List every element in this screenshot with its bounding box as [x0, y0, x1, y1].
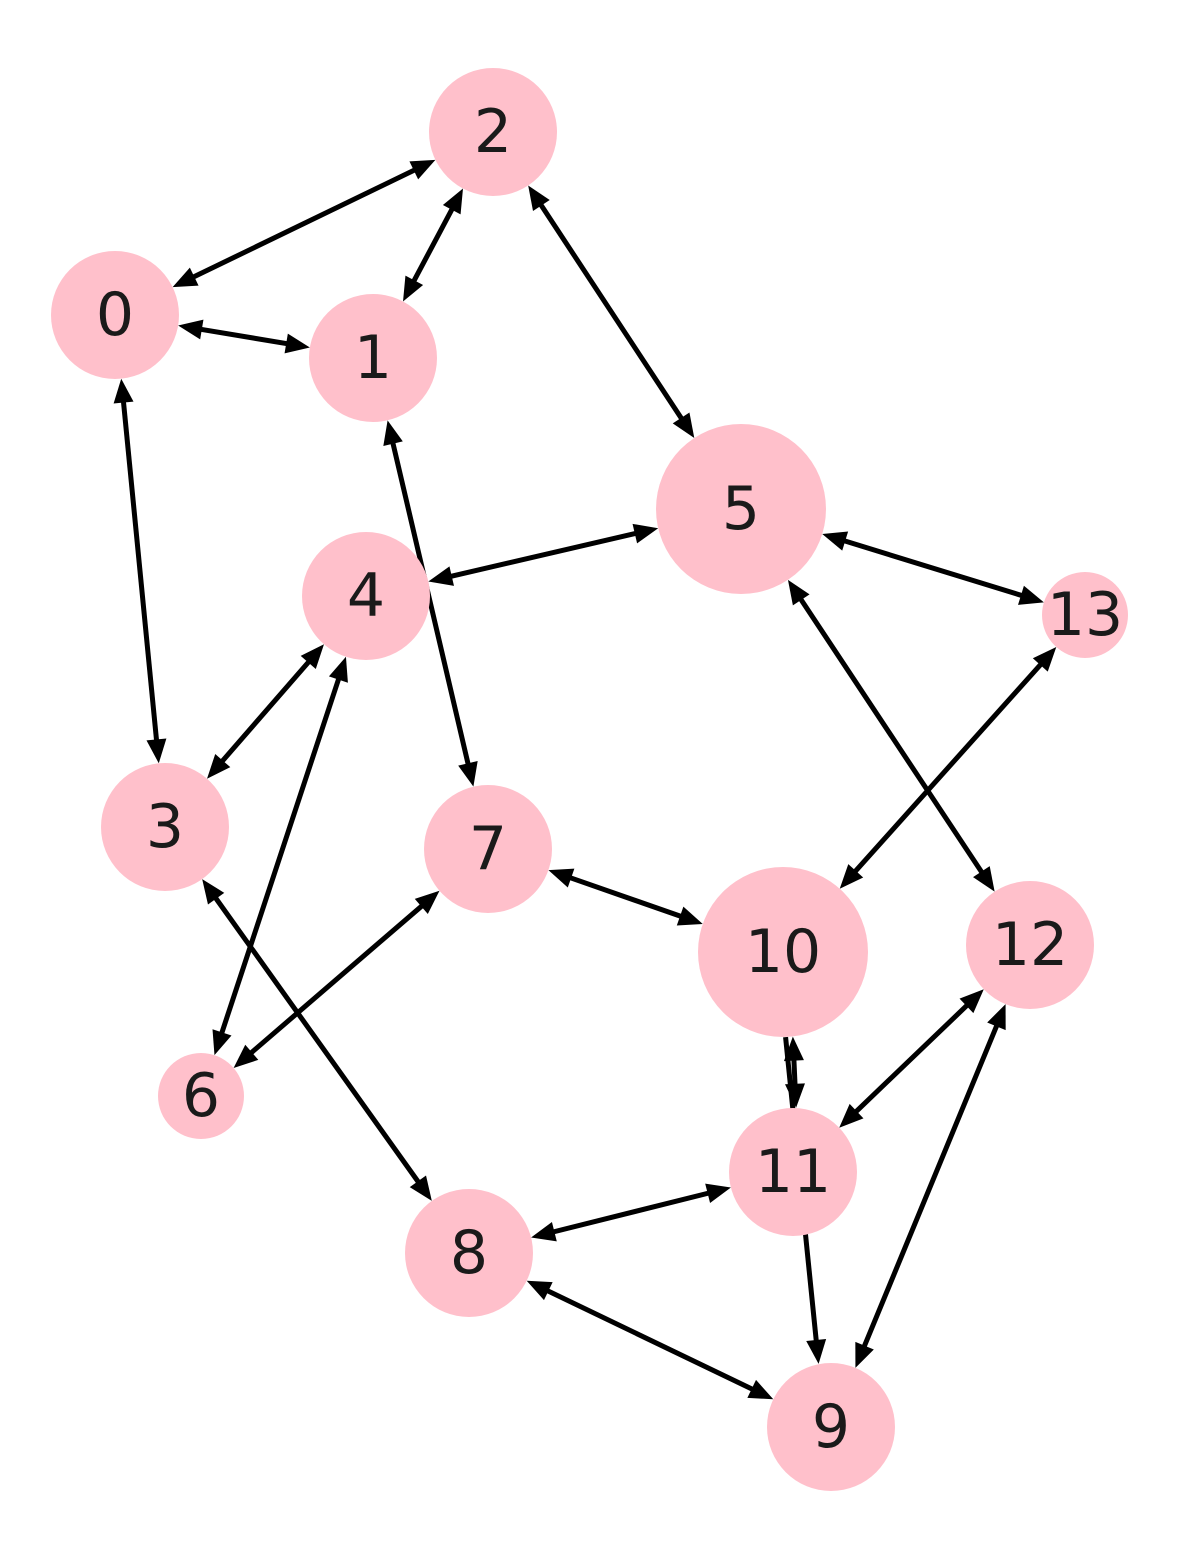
node-9: 9	[767, 1363, 895, 1491]
edge-12-9	[855, 1004, 1006, 1368]
node-circle	[966, 881, 1094, 1009]
node-3: 3	[101, 763, 229, 891]
node-circle	[158, 1053, 244, 1139]
node-4: 4	[302, 532, 430, 660]
node-label: 1	[354, 323, 392, 393]
node-7: 7	[424, 785, 552, 913]
node-11: 11	[729, 1108, 857, 1236]
edge-5-13	[822, 531, 1044, 605]
node-label: 0	[96, 280, 134, 350]
edge-4-5	[428, 523, 659, 586]
node-label: 13	[1047, 580, 1123, 650]
edges-layer	[113, 159, 1057, 1400]
node-5: 5	[656, 424, 826, 594]
node-label: 6	[182, 1061, 220, 1131]
node-label: 5	[722, 474, 760, 544]
node-circle	[302, 532, 430, 660]
node-label: 8	[450, 1218, 488, 1288]
edge-7-10	[548, 868, 703, 926]
edge-4-6	[212, 656, 348, 1056]
edge-10-13	[839, 647, 1057, 889]
edge-8-9	[526, 1280, 774, 1400]
node-label: 2	[474, 97, 512, 167]
edge-11-12	[839, 989, 984, 1128]
node-13: 13	[1042, 572, 1128, 658]
edge-8-11	[531, 1183, 731, 1242]
node-circle	[309, 294, 437, 422]
node-6: 6	[158, 1053, 244, 1139]
edge-2-5	[528, 185, 695, 438]
node-label: 3	[146, 792, 184, 862]
edge-0-1	[178, 319, 310, 354]
node-label: 9	[812, 1392, 850, 1462]
node-12: 12	[966, 881, 1094, 1009]
edge-6-7	[233, 890, 440, 1068]
node-circle	[429, 68, 557, 196]
node-label: 11	[755, 1137, 831, 1207]
edge-0-3	[113, 378, 167, 764]
node-label: 12	[992, 910, 1068, 980]
node-circle	[101, 763, 229, 891]
edge-1-2	[403, 188, 463, 302]
edge-1-7	[383, 420, 478, 787]
node-circle	[405, 1189, 533, 1317]
node-8: 8	[405, 1189, 533, 1317]
node-2: 2	[429, 68, 557, 196]
node-10: 10	[698, 867, 868, 1037]
node-circle	[767, 1363, 895, 1491]
node-circle	[656, 424, 826, 594]
node-circle	[51, 251, 179, 379]
node-circle	[424, 785, 552, 913]
node-circle	[729, 1108, 857, 1236]
edge-0-2	[172, 159, 436, 288]
node-1: 1	[309, 294, 437, 422]
edge-3-8	[202, 879, 432, 1201]
node-label: 4	[347, 561, 385, 631]
edge-3-4	[207, 644, 324, 779]
node-circle	[1042, 572, 1128, 658]
node-label: 7	[469, 814, 507, 884]
node-circle	[698, 867, 868, 1037]
node-0: 0	[51, 251, 179, 379]
edge-5-12	[787, 579, 995, 892]
node-label: 10	[745, 917, 821, 987]
